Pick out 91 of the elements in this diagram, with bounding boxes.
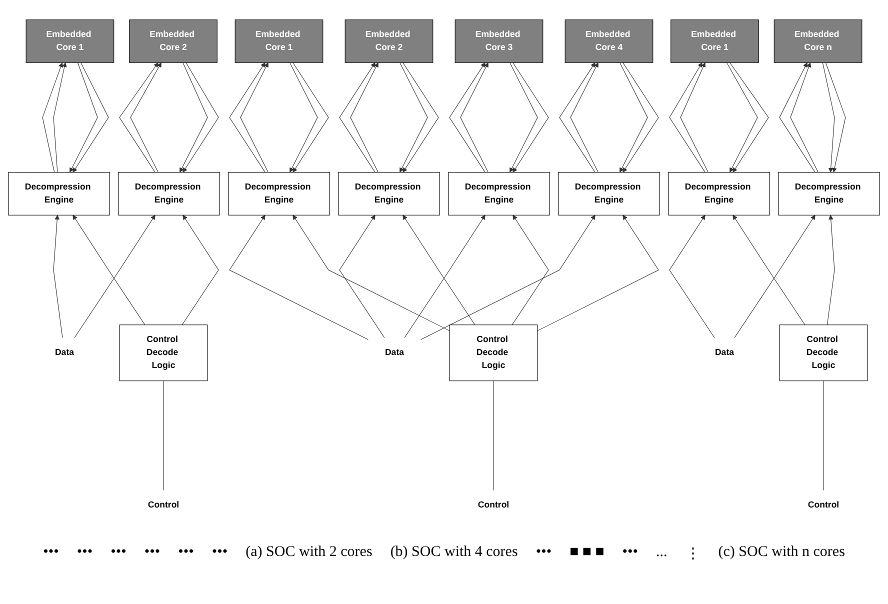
node-text: Control bbox=[148, 500, 180, 510]
arrow bbox=[229, 62, 266, 173]
node-box bbox=[668, 172, 770, 216]
arrow bbox=[570, 62, 598, 173]
node-box bbox=[8, 172, 110, 216]
arrow bbox=[182, 62, 219, 173]
arrow bbox=[402, 214, 476, 326]
arrow bbox=[822, 62, 835, 173]
arrow bbox=[669, 214, 715, 338]
note-label: ... bbox=[656, 544, 668, 562]
arrow bbox=[180, 62, 208, 173]
arrow bbox=[680, 62, 708, 173]
arrow bbox=[339, 62, 376, 173]
connector bbox=[163, 380, 164, 491]
node-text: Data bbox=[54, 348, 74, 358]
node-box bbox=[449, 324, 538, 382]
node-box bbox=[119, 324, 208, 382]
arrow bbox=[292, 62, 329, 173]
arrow bbox=[449, 62, 486, 173]
arrow bbox=[53, 62, 67, 173]
note-label: ••• bbox=[76, 544, 93, 562]
node-box bbox=[344, 20, 434, 63]
arrow bbox=[620, 62, 648, 173]
node-box bbox=[228, 172, 330, 216]
connector bbox=[823, 380, 824, 491]
arrow bbox=[537, 214, 659, 332]
note-label: (c) SOC with n cores bbox=[718, 544, 845, 562]
note-label: (b) SOC with 4 cores bbox=[390, 544, 518, 562]
arrow bbox=[559, 62, 596, 173]
arrow bbox=[74, 214, 156, 338]
node-text: Data bbox=[714, 348, 734, 358]
arrow bbox=[400, 62, 428, 173]
arrow bbox=[404, 214, 486, 338]
node-text: Control bbox=[808, 500, 840, 510]
arrow bbox=[730, 62, 769, 173]
note-label: ••• bbox=[622, 544, 638, 562]
note-label: ⋮ bbox=[685, 545, 700, 563]
note-label: ••• bbox=[178, 544, 194, 562]
arrow bbox=[512, 214, 549, 326]
note-label: ••• bbox=[43, 544, 59, 562]
node-box bbox=[26, 20, 114, 63]
arrow bbox=[339, 214, 385, 338]
arrow bbox=[420, 214, 596, 340]
arrow bbox=[292, 214, 450, 332]
block-diagram: Data Control Data Control Data Control Control Decode Logic Control Decode Logic Control Decode Logic Decompression Engine Decompression Engine Decompression Engine Decompression Engine Decompression Engine Decompression Engine Decompression Engine Decompression Engine Embedded Core 1 Embedded Core 2 Embedded Core 1 Embedded Core 2 Embedded Core 3 Embedded Core 4 Embedded Core 1 Embedded Core n bbox=[4, 2, 884, 538]
arrow bbox=[512, 62, 549, 173]
arrow bbox=[460, 62, 488, 173]
node-box bbox=[448, 172, 550, 216]
node-box bbox=[670, 20, 759, 63]
arrow bbox=[240, 62, 268, 173]
connector bbox=[493, 380, 494, 491]
arrow bbox=[72, 62, 109, 173]
arrow bbox=[119, 62, 158, 173]
node-text: Data bbox=[384, 348, 404, 358]
arrow bbox=[826, 214, 835, 326]
arrow bbox=[732, 214, 806, 326]
node-box bbox=[234, 20, 324, 63]
arrow bbox=[70, 62, 98, 173]
node-box bbox=[779, 324, 868, 382]
arrow bbox=[53, 214, 63, 338]
node-box bbox=[774, 20, 862, 63]
note-label: (a) SOC with 2 cores bbox=[246, 544, 372, 562]
arrow bbox=[290, 62, 318, 173]
node-box bbox=[564, 20, 654, 63]
note-label: ■ ■ ■ bbox=[570, 544, 604, 562]
node-box bbox=[778, 172, 880, 216]
arrow bbox=[825, 62, 846, 173]
note-label: ••• bbox=[212, 544, 228, 562]
note-label: ••• bbox=[536, 544, 552, 562]
arrow bbox=[790, 62, 818, 173]
arrow bbox=[669, 62, 706, 173]
arrow bbox=[734, 214, 816, 338]
node-box bbox=[129, 20, 218, 63]
arrow bbox=[42, 62, 64, 173]
arrow bbox=[350, 62, 378, 173]
arrow bbox=[510, 62, 538, 173]
node-box bbox=[118, 172, 220, 216]
node-box bbox=[454, 20, 544, 63]
arrow bbox=[726, 62, 758, 173]
arrow bbox=[182, 214, 219, 326]
note-label: ••• bbox=[110, 544, 126, 562]
arrow bbox=[229, 214, 369, 340]
arrow bbox=[130, 62, 162, 173]
arrow bbox=[622, 62, 659, 173]
arrow bbox=[402, 62, 439, 173]
node-box bbox=[558, 172, 660, 216]
arrow bbox=[72, 214, 146, 326]
arrow bbox=[779, 62, 816, 173]
note-label: ••• bbox=[144, 544, 160, 562]
node-text: Control bbox=[478, 500, 510, 510]
node-box bbox=[338, 172, 440, 216]
